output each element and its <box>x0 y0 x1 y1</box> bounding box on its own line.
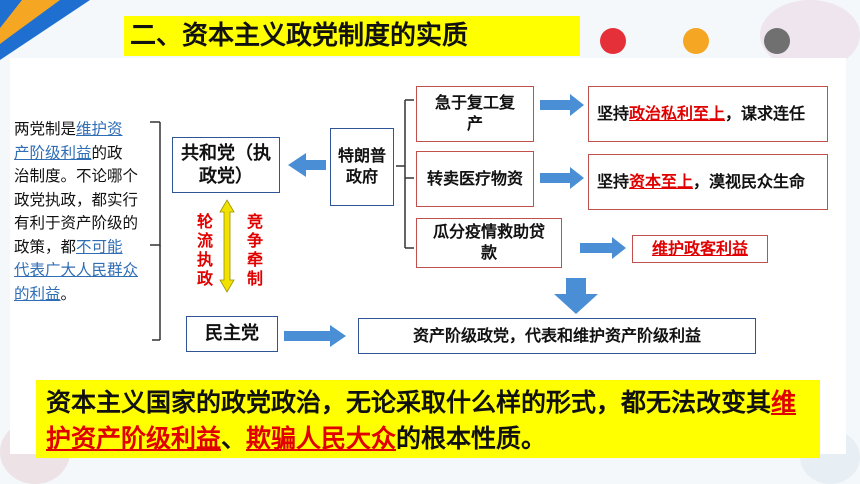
result-text: 坚持 <box>597 103 630 123</box>
result-text: ，谋求连任 <box>725 103 806 123</box>
red-dot-icon <box>600 28 626 54</box>
page-title: 二、资本主义政党制度的实质 <box>124 16 580 56</box>
democratic-party-label: 民主党 <box>205 323 259 345</box>
desc-text: 两党制是 <box>14 120 77 138</box>
conclusion-label: 资产阶级政党，代表和维护资产阶级利益 <box>412 325 701 345</box>
result-text: 坚持 <box>597 171 630 191</box>
conclusion-box: 资产阶级政党，代表和维护资产阶级利益 <box>358 318 756 354</box>
two-party-description: 两党制是维护资产阶级利益的政治制度。不论哪个政党执政，都实行有利于资产阶级的政策… <box>14 118 138 306</box>
democratic-party-box: 民主党 <box>186 316 278 352</box>
action-box-1: 急于复工复产 <box>416 86 534 142</box>
result-highlight: 政治私利至上 <box>629 103 726 123</box>
result-box-3: 维护政客利益 <box>632 235 768 263</box>
trump-administration-label: 特朗普政府 <box>337 146 386 186</box>
desc-highlight: 不可能代表广大人民群众的利益 <box>14 237 139 303</box>
summary-highlight: 维护资产阶级利益 <box>46 388 797 453</box>
trump-administration-box: 特朗普政府 <box>330 128 394 206</box>
orange-dot-icon <box>683 28 709 54</box>
action-box-3: 瓜分疫情救助贷款 <box>416 218 562 268</box>
result-text: ，漠视民众生命 <box>693 171 806 191</box>
summary-text: 的根本性质。 <box>396 424 547 453</box>
republican-party-label: 共和党（执政党） <box>181 142 271 187</box>
action-label-1: 急于复工复产 <box>434 93 515 133</box>
action-label-3: 瓜分疫情救助贷款 <box>432 222 545 262</box>
gray-dot-icon <box>764 28 790 54</box>
rotation-label: 轮流执政 <box>196 212 213 288</box>
desc-text: 。 <box>60 284 77 303</box>
summary-banner: 资本主义国家的政党政治，无论采取什么样的形式，都无法改变其维护资产阶级利益、欺骗… <box>36 380 820 458</box>
summary-text: 资本主义国家的政党政治，无论采取什么样的形式，都无法改变其 <box>46 388 772 417</box>
republican-party-box: 共和党（执政党） <box>172 137 280 193</box>
desc-highlight: 维护资产阶级利益 <box>14 120 123 162</box>
action-box-2: 转卖医疗物资 <box>416 151 534 207</box>
result-label-2: 坚持资本至上，漠视民众生命 <box>597 172 805 193</box>
result-label-1: 坚持政治私利至上，谋求连任 <box>597 104 805 125</box>
summary-highlight: 欺骗人民大众 <box>246 424 397 453</box>
corner-stripe-decoration <box>0 0 120 60</box>
summary-text: 、 <box>221 424 247 453</box>
action-label-2: 转卖医疗物资 <box>426 168 523 188</box>
result-box-2: 坚持资本至上，漠视民众生命 <box>588 154 828 210</box>
result-label-3: 维护政客利益 <box>651 238 748 258</box>
desc-text: 的政治制度。不论哪个政党执政，都实行有利于资产阶级的政策，都 <box>14 143 139 256</box>
result-highlight: 资本至上 <box>629 171 694 191</box>
competition-label: 竞争牵制 <box>246 212 263 288</box>
result-box-1: 坚持政治私利至上，谋求连任 <box>588 86 828 142</box>
